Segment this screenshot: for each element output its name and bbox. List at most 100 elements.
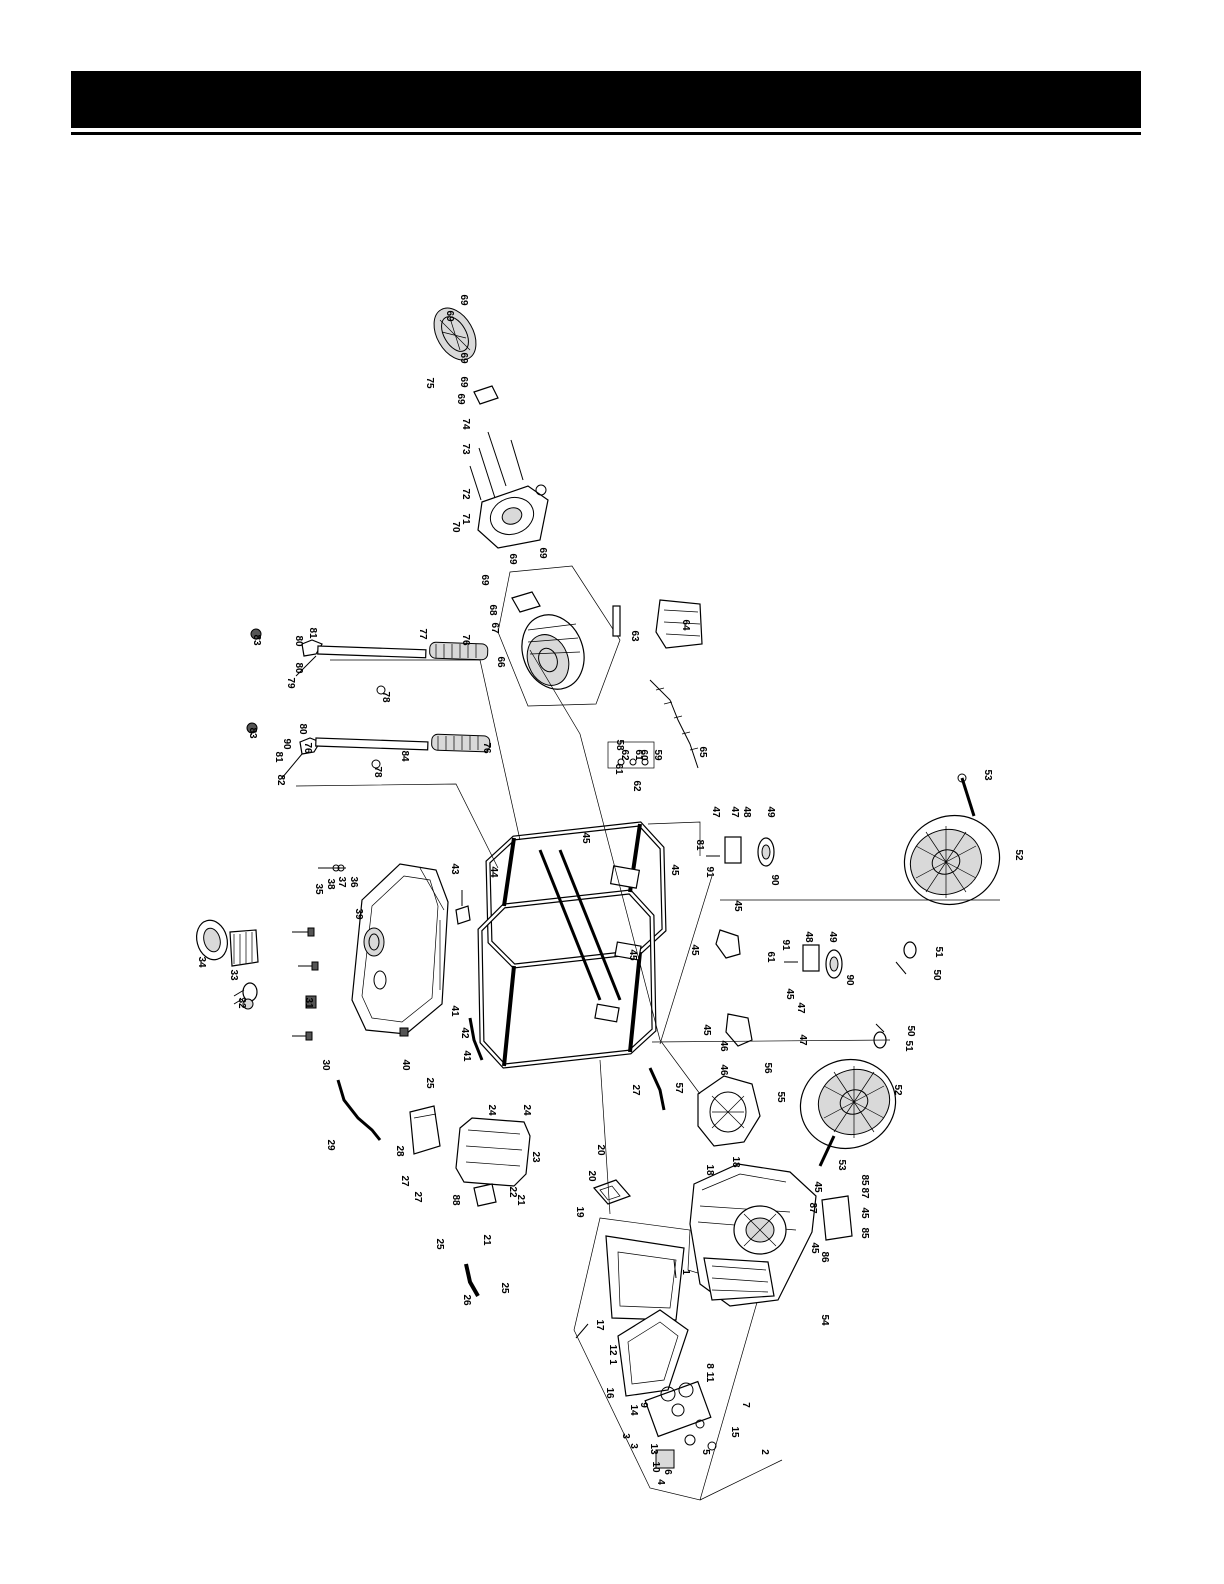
handle-bars — [246, 628, 491, 779]
callout-82: 82 — [275, 774, 286, 786]
callout-69: 69 — [458, 294, 469, 306]
callout-45: 45 — [669, 864, 680, 876]
callout-5: 5 — [700, 1449, 711, 1455]
callout-22: 22 — [507, 1186, 518, 1198]
header-rule — [71, 132, 1141, 135]
fuel-hose-29 — [336, 1079, 382, 1141]
callout-46: 46 — [718, 1064, 729, 1076]
callout-49: 49 — [827, 931, 838, 943]
assembly-lines — [295, 649, 1000, 1501]
callout-62: 62 — [619, 749, 630, 761]
callout-53: 53 — [836, 1159, 847, 1171]
callout-29: 29 — [325, 1139, 336, 1151]
callout-25: 25 — [434, 1238, 445, 1250]
callout-52: 52 — [1013, 849, 1024, 861]
wheel-lower — [799, 1058, 897, 1150]
callout-78: 78 — [380, 691, 391, 703]
callout-45: 45 — [701, 1024, 712, 1036]
callout-70: 70 — [450, 521, 461, 533]
callout-45: 45 — [580, 832, 591, 844]
callout-63: 63 — [629, 630, 640, 642]
callout-13: 13 — [648, 1443, 659, 1455]
callout-76: 76 — [302, 742, 313, 754]
callout-20: 20 — [586, 1170, 597, 1182]
fuel-tank-part — [351, 863, 449, 1035]
callout-77: 77 — [417, 628, 428, 640]
callout-84: 84 — [399, 750, 410, 762]
callout-73: 73 — [460, 443, 471, 455]
callout-43: 43 — [449, 863, 460, 875]
callout-45: 45 — [689, 944, 700, 956]
callout-4: 4 — [655, 1479, 666, 1485]
callout-23: 23 — [530, 1151, 541, 1163]
fuel-hose-42 — [468, 1017, 484, 1061]
callout-33: 33 — [228, 969, 239, 981]
callout-41: 41 — [449, 1005, 460, 1017]
callout-35: 35 — [313, 883, 324, 895]
callout-40: 40 — [400, 1059, 411, 1071]
battery-group — [612, 599, 703, 769]
callout-45: 45 — [859, 1207, 870, 1219]
callout-69: 69 — [458, 376, 469, 388]
callout-18: 18 — [704, 1164, 715, 1176]
callout-42: 42 — [459, 1027, 470, 1039]
callout-39: 39 — [353, 908, 364, 920]
callout-15: 15 — [729, 1426, 740, 1438]
callout-85: 85 — [859, 1227, 870, 1239]
callout-69: 69 — [444, 310, 455, 322]
tank-bolts — [292, 864, 409, 1041]
control-panel-assembly — [573, 1217, 761, 1501]
end-cover-part — [433, 307, 477, 361]
callout-11: 11 — [704, 1372, 715, 1383]
callout-86: 86 — [819, 1251, 830, 1263]
callout-52: 52 — [892, 1084, 903, 1096]
callout-34: 34 — [196, 956, 207, 968]
callout-27: 27 — [399, 1175, 410, 1187]
callout-90: 90 — [769, 874, 780, 886]
callout-55: 55 — [775, 1091, 786, 1103]
callout-74: 74 — [460, 418, 471, 430]
callout-27: 27 — [630, 1084, 641, 1096]
callout-31: 31 — [303, 997, 314, 1009]
callout-81: 81 — [694, 839, 705, 851]
callout-80: 80 — [293, 662, 304, 674]
callout-67: 67 — [489, 622, 500, 634]
callout-79: 79 — [285, 677, 296, 689]
callout-59: 59 — [652, 749, 663, 761]
callout-71: 71 — [460, 513, 471, 525]
muffler-part — [409, 1105, 531, 1187]
callout-1: 1 — [680, 1269, 691, 1275]
callout-61: 61 — [613, 763, 624, 775]
engine-part — [689, 1163, 817, 1307]
callout-64: 64 — [680, 619, 691, 631]
callout-49: 49 — [765, 806, 776, 818]
callout-51: 51 — [933, 946, 944, 958]
callout-61: 61 — [765, 951, 776, 963]
callout-41: 41 — [461, 1050, 472, 1062]
rear-housing-part — [477, 484, 549, 549]
callout-45: 45 — [627, 949, 638, 961]
callout-24: 24 — [486, 1104, 497, 1116]
callout-54: 54 — [819, 1314, 830, 1326]
callout-45: 45 — [809, 1242, 820, 1254]
callout-50: 50 — [931, 969, 942, 981]
callout-8: 8 — [704, 1363, 715, 1369]
isolator-mounts — [706, 836, 843, 979]
callout-9: 9 — [638, 1402, 649, 1408]
callout-6: 6 — [662, 1469, 673, 1475]
callout-51: 51 — [903, 1040, 914, 1052]
callout-75: 75 — [424, 377, 435, 389]
bracket-46-upper — [725, 1013, 753, 1047]
callout-12: 12 — [607, 1344, 618, 1356]
callout-60: 60 — [638, 749, 649, 761]
callout-80: 80 — [293, 635, 304, 647]
callout-56: 56 — [762, 1062, 773, 1074]
callout-21: 21 — [481, 1234, 492, 1246]
fan-cover-part — [697, 1075, 761, 1147]
callout-38: 38 — [325, 878, 336, 890]
callout-46: 46 — [718, 1040, 729, 1052]
callout-81: 81 — [273, 751, 284, 763]
callout-48: 48 — [803, 931, 814, 943]
